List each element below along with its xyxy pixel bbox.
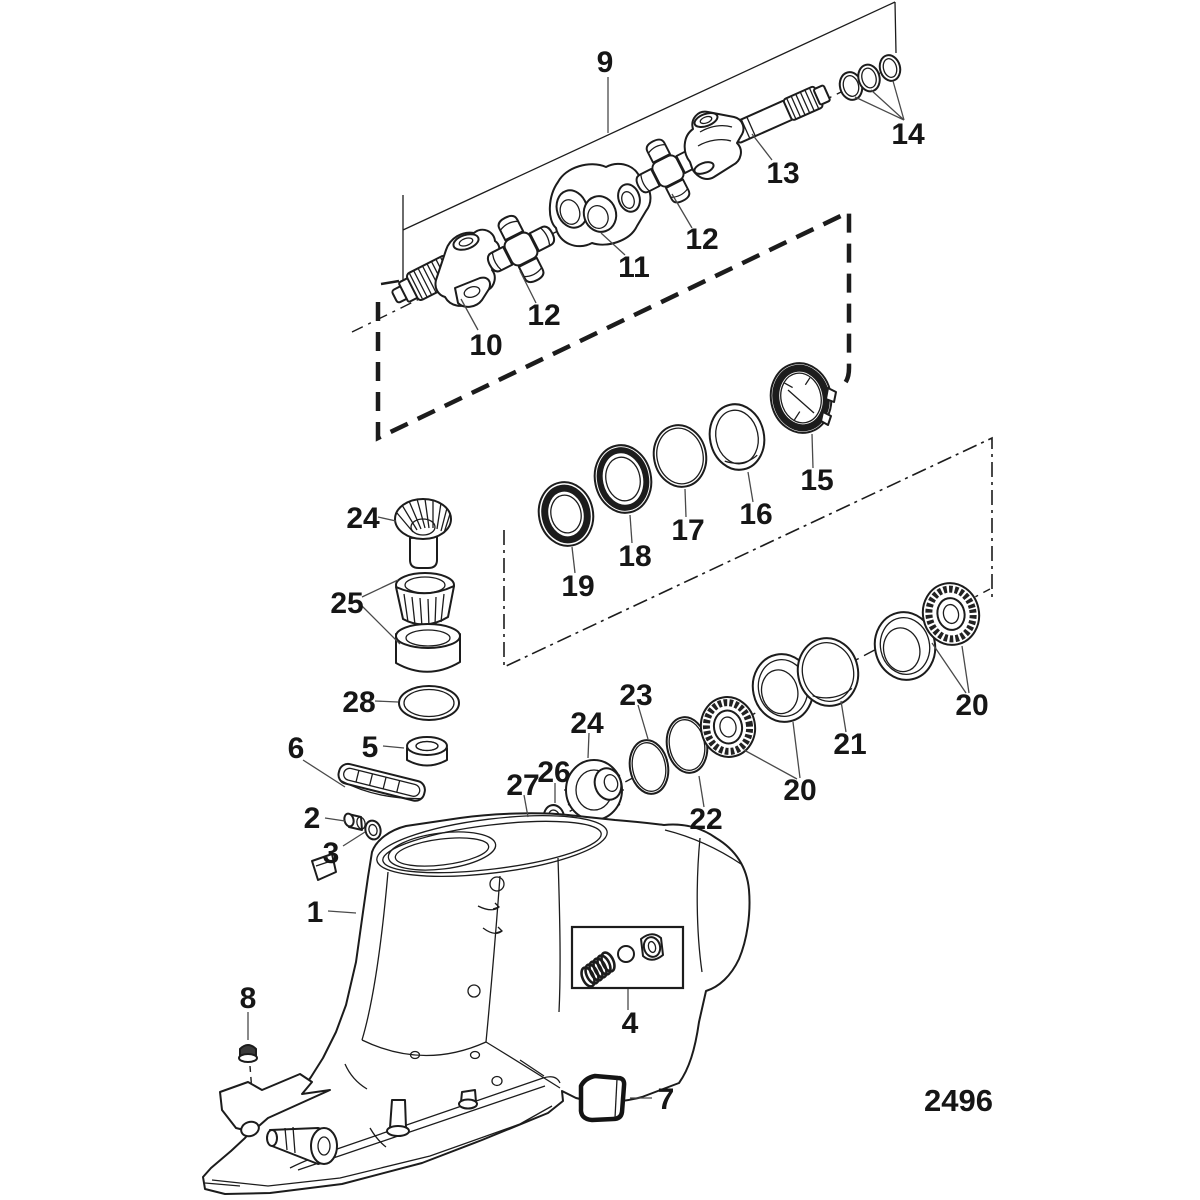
callout-14: 14 [891, 118, 925, 151]
part-19-oil-seal [537, 481, 595, 547]
callout-28: 28 [342, 686, 375, 719]
callout-21: 21 [833, 728, 866, 761]
callout-23: 23 [619, 679, 652, 712]
part-17-o-ring [652, 424, 708, 488]
callout-10: 10 [469, 329, 502, 362]
callout-20-right: 20 [955, 689, 988, 722]
part-20-bearing-cone-right [921, 582, 981, 646]
check-ball [617, 945, 635, 963]
part-14-o-ring-set [838, 54, 902, 101]
callout-24-upper: 24 [346, 502, 380, 535]
part-25-tapered-bearing [395, 572, 455, 628]
part-20-bearing-cone-middle [699, 696, 757, 758]
callout-22: 22 [689, 803, 722, 836]
leader-lines [247, 77, 970, 1099]
callout-7: 7 [658, 1083, 675, 1116]
callout-3: 3 [323, 837, 340, 870]
part-13-yoke-shaft [683, 84, 831, 180]
callout-1: 1 [307, 896, 324, 929]
part8-dash-line [249, 1065, 253, 1093]
callout-16: 16 [739, 498, 772, 531]
part-10-end-yoke [380, 228, 501, 308]
callout-4: 4 [622, 1007, 639, 1040]
part-15-bearing-carrier-nut [769, 362, 837, 434]
valve-seat [640, 933, 664, 961]
part-3-seal-washer [364, 819, 382, 841]
part-20-bearing-cup-right [873, 611, 937, 681]
callout-26: 26 [537, 756, 570, 789]
callout-11: 11 [618, 251, 650, 284]
callout-8: 8 [240, 982, 257, 1015]
part-18-seal-ring [593, 444, 653, 514]
callout-15: 15 [800, 464, 833, 497]
assembly-bracket-dash-dot [503, 436, 993, 669]
callout-2: 2 [304, 802, 321, 835]
housing-pivot-pin [266, 1126, 338, 1165]
part-5-seal-bushing [406, 736, 448, 767]
part-22-o-ring [665, 716, 709, 774]
callout-labels: 9 14 13 12 11 12 10 15 16 17 18 19 24 25… [240, 46, 993, 1118]
callout-12-right: 12 [685, 223, 718, 256]
callout-27: 27 [506, 769, 539, 802]
part-6-anode-plate [337, 762, 426, 802]
part-28-o-ring [398, 685, 460, 721]
callout-9: 9 [597, 46, 614, 79]
part-16-retainer-ring [708, 403, 766, 471]
part-2-plug [343, 812, 366, 831]
part-4-check-valve-kit-box [570, 925, 685, 990]
callout-17: 17 [671, 514, 704, 547]
part-21-shim-ring [796, 637, 860, 707]
callout-5: 5 [362, 731, 379, 764]
callout-24-lower: 24 [570, 707, 604, 740]
part-7-cover-pad [578, 1073, 627, 1123]
part-25-bearing-cup [395, 623, 461, 673]
part-24-pinion-gear-upper [394, 498, 452, 569]
spring [580, 951, 616, 988]
callout-6: 6 [288, 732, 305, 765]
callout-12-left: 12 [527, 299, 560, 332]
callout-25: 25 [330, 587, 363, 620]
callout-13: 13 [766, 157, 799, 190]
part-23-o-ring [628, 739, 670, 795]
callout-20-middle: 20 [783, 774, 816, 807]
callout-18: 18 [618, 540, 651, 573]
part-11-coupler-socket [548, 162, 652, 248]
assembly-bracket-solid [402, 1, 897, 282]
part-8-plug [238, 1044, 258, 1063]
assembly-bracket-dashed-bold [375, 208, 852, 442]
callout-19: 19 [561, 570, 594, 603]
drawing-number: 2496 [924, 1083, 993, 1118]
